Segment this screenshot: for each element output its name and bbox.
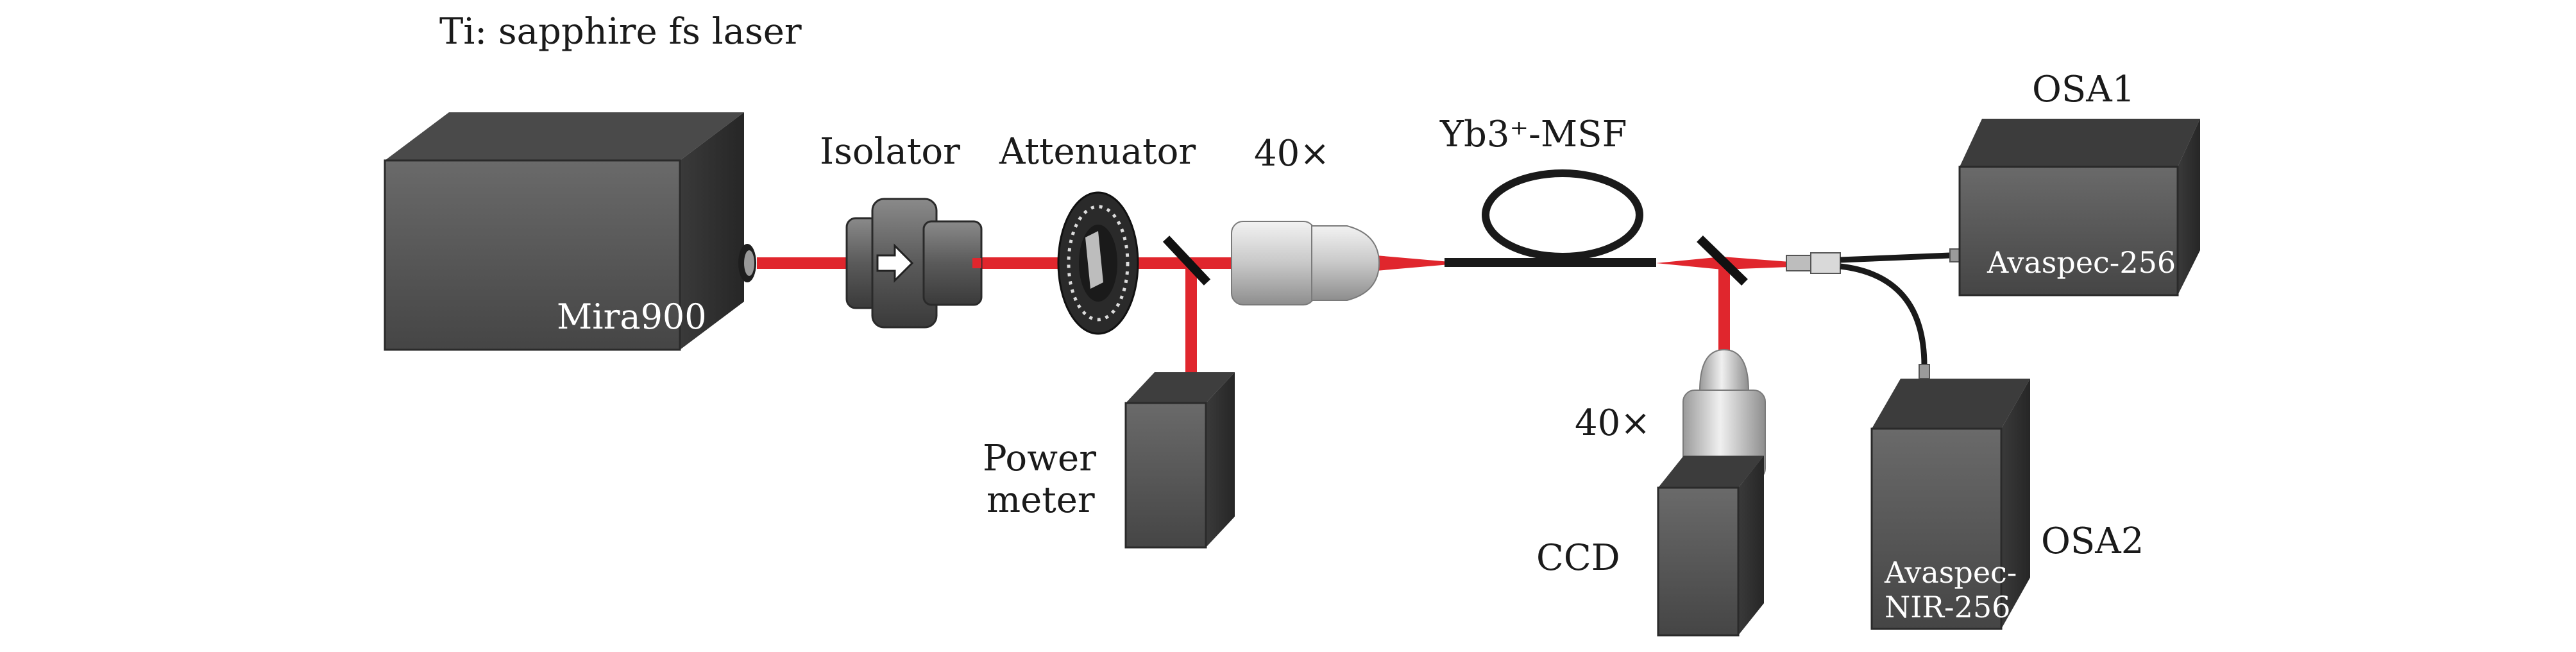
- laser-box: [384, 112, 744, 351]
- beam-splitter-2: [1697, 235, 1748, 286]
- objective-lens-1: [1231, 221, 1380, 305]
- isolator-arrow-icon: [876, 243, 914, 283]
- fiber-cable-osa1: [1840, 252, 1951, 263]
- osa2-label: OSA2: [2041, 520, 2144, 562]
- laser-title-label: Ti: sapphire fs laser: [439, 11, 802, 53]
- osa1-model-label: Avaspec-256: [1987, 245, 2176, 280]
- osa2-model-label-line1: Avaspec-: [1884, 555, 2017, 590]
- yb-msf-fiber: [1445, 169, 1656, 267]
- laser-beam: [757, 255, 1450, 391]
- osa2-model-label-line2: NIR-256: [1885, 590, 2010, 624]
- fiber-cable-osa2: [1840, 263, 1928, 366]
- isolator-label: Isolator: [820, 131, 960, 173]
- osa1-label: OSA1: [2032, 69, 2135, 110]
- power-meter: [1124, 372, 1235, 549]
- isolator: [845, 198, 983, 329]
- objective-1-label: 40×: [1254, 133, 1330, 175]
- osa2-device: [1870, 379, 2030, 630]
- fiber-coupler: [1786, 252, 1841, 274]
- osa1-device: [1958, 119, 2200, 296]
- objective-2-label: 40×: [1575, 402, 1650, 444]
- attenuator: [1057, 191, 1139, 335]
- power-meter-label-line2: meter: [987, 479, 1095, 521]
- beam-splitter-1: [1162, 236, 1211, 286]
- ccd-camera: [1657, 456, 1764, 637]
- ccd-label: CCD: [1536, 537, 1620, 579]
- laser-model-label: Mira900: [557, 296, 707, 337]
- fiber-label: Yb3⁺-MSF: [1439, 114, 1627, 155]
- power-meter-label-line1: Power: [983, 438, 1096, 479]
- laser-output-port: [738, 244, 756, 282]
- attenuator-label: Attenuator: [999, 131, 1196, 173]
